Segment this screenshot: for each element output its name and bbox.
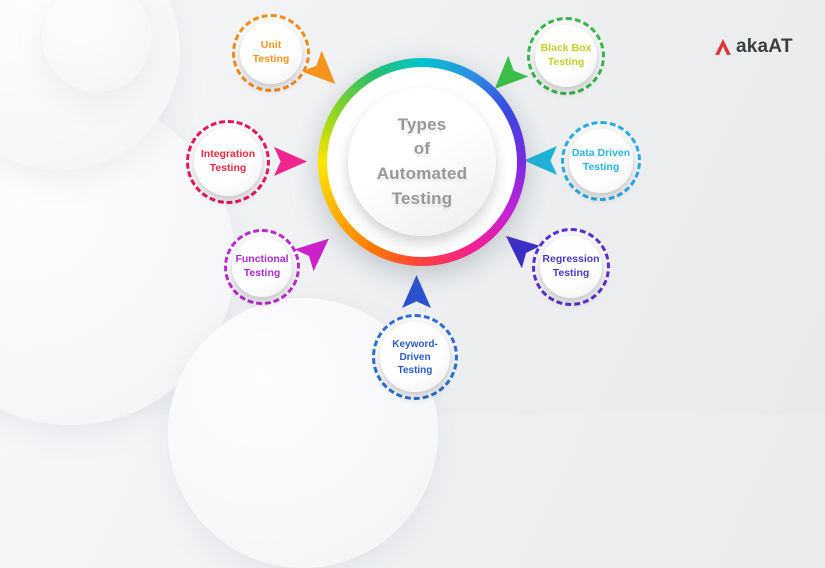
satellite-unit-testing: Unit Testing: [232, 14, 310, 92]
satellite-circle: Integration Testing: [194, 128, 262, 196]
aka-logo-icon: [713, 37, 733, 57]
brand-text: akaAT: [736, 36, 793, 58]
satellite-label: Data Driven Testing: [571, 147, 631, 173]
satellite-integration-testing: Integration Testing: [186, 120, 270, 204]
satellite-black-box-testing: Black Box Testing: [527, 17, 605, 95]
satellite-circle: Regression Testing: [540, 236, 602, 298]
satellite-label: Black Box Testing: [540, 42, 592, 68]
automated-testing-diagram: Types of Automated Testing Unit Testing …: [0, 0, 793, 568]
satellite-label: Unit Testing: [252, 39, 290, 65]
keyword-driven-testing-arrow-icon: [402, 275, 431, 308]
brand-text-at: AT: [768, 36, 793, 57]
satellite-label: Integration Testing: [200, 148, 256, 174]
brand-text-aka: aka: [735, 36, 769, 57]
diagram-title: Types of Automated Testing: [376, 114, 468, 208]
satellite-circle: Black Box Testing: [535, 25, 597, 87]
satellite-circle: Unit Testing: [240, 22, 302, 84]
integration-testing-arrow-icon: [274, 147, 307, 176]
satellite-label: Keyword-Driven Testing: [392, 338, 438, 376]
data-driven-testing-arrow-icon: [524, 146, 557, 175]
functional-testing-arrow-icon: [295, 228, 339, 272]
background-circle: [42, 0, 152, 92]
satellite-label: Functional Testing: [235, 253, 289, 279]
satellite-circle: Keyword-Driven Testing: [380, 322, 450, 392]
center-hub-plate: Types of Automated Testing: [348, 88, 496, 236]
satellite-functional-testing: Functional Testing: [224, 229, 300, 305]
center-hub-circle: Types of Automated Testing: [327, 67, 517, 257]
satellite-data-driven-testing: Data Driven Testing: [561, 121, 641, 201]
satellite-circle: Functional Testing: [232, 237, 292, 297]
akaat-logo: akaAT: [713, 36, 793, 58]
satellite-circle: Data Driven Testing: [569, 129, 633, 193]
satellite-keyword-driven-testing: Keyword-Driven Testing: [372, 314, 458, 400]
center-hub-rainbow-ring: Types of Automated Testing: [318, 58, 526, 266]
satellite-label: Regression Testing: [542, 253, 600, 279]
satellite-regression-testing: Regression Testing: [532, 228, 610, 306]
